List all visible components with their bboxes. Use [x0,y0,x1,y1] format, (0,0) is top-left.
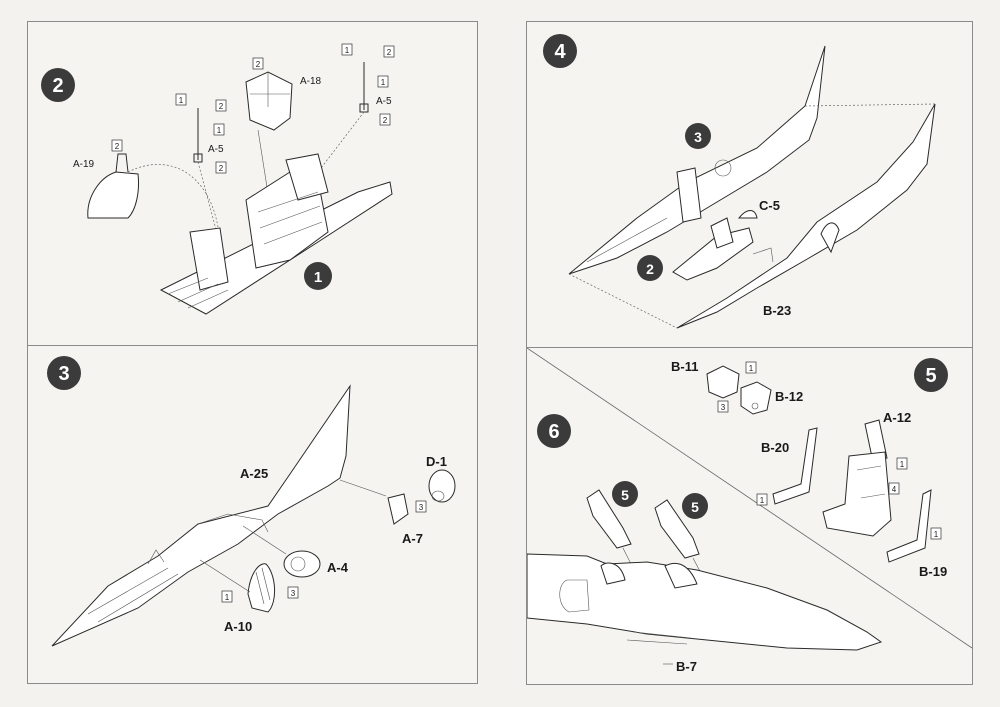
label-b19: B-19 [919,564,947,579]
step-2-number: 2 [52,75,63,97]
cockpit-tub-insert [672,217,754,281]
sub-assembly-2-badge: 2 [637,255,663,281]
step-2-panel: 2 A-19 2 A-18 2 A-5 1 [27,21,478,346]
svg-text:5: 5 [691,499,699,515]
svg-text:2: 2 [219,102,224,111]
svg-text:2: 2 [219,164,224,173]
step-5-6-panel: 5 B-11 B-12 1 3 B-20 1 A-12 1 [526,347,973,685]
label-a5-left: A-5 [208,144,224,155]
step-4-badge: 4 [543,34,577,68]
qty-a7: 3 [415,500,427,513]
qty-a19: 2 [111,139,123,152]
svg-text:1: 1 [900,460,905,469]
qty-b11-b12: 1 3 [717,361,757,413]
step-3-panel: 3 A-25 D-1 A-7 3 A- [27,345,478,684]
label-a18: A-18 [300,76,322,87]
svg-text:1: 1 [225,593,230,602]
part-a19-canopy [87,153,219,228]
svg-text:3: 3 [694,129,702,145]
part-c5 [737,210,758,219]
qty-left-group: 1 2 1 2 [175,93,227,174]
label-d1: D-1 [426,454,447,469]
svg-text:2: 2 [256,60,261,69]
part-a4-instrument-panel [242,525,321,578]
svg-text:1: 1 [749,364,754,373]
step-5-badge: 5 [914,358,948,392]
qty-b20: 1 [756,493,768,506]
label-a25: A-25 [240,466,268,481]
step-3-illustration: 3 A-25 D-1 A-7 3 A- [47,356,456,647]
label-b7: B-7 [676,659,697,674]
svg-text:2: 2 [115,142,120,151]
step-4-illustration: 4 3 2 C-5 [543,34,936,329]
step-4-panel: 4 3 2 C-5 [526,21,973,348]
label-a10: A-10 [224,619,252,634]
fuselage-left-half [568,45,826,275]
part-b19-rail [886,489,932,563]
svg-text:1: 1 [760,496,765,505]
svg-text:1: 1 [345,46,350,55]
step-6-badge: 6 [537,414,571,448]
qty-b19: 1 [930,527,942,540]
part-b11-b12-headrest [706,365,772,415]
seat-badge-right: 5 [682,493,708,519]
svg-text:3: 3 [419,503,424,512]
label-b20: B-20 [761,440,789,455]
seat-badge-left: 5 [612,481,638,507]
part-a7 [387,493,409,525]
label-a5-right: A-5 [376,96,392,107]
part-d1 [339,469,456,503]
svg-text:5: 5 [925,365,936,387]
svg-text:3: 3 [291,589,296,598]
forward-fuselage [527,553,883,665]
svg-text:2: 2 [646,261,654,277]
svg-text:4: 4 [554,41,566,63]
assembly-1-badge: 1 [304,262,332,290]
label-b11: B-11 [671,359,698,374]
svg-text:1: 1 [314,269,322,286]
qty-a4: 3 [287,586,299,599]
svg-text:1: 1 [381,78,386,87]
step-5-6-illustration: 5 B-11 B-12 1 3 B-20 1 A-12 1 [527,348,972,674]
label-a4: A-4 [327,560,349,575]
label-b23: B-23 [763,303,791,318]
part-a12-seat [822,419,892,537]
svg-text:1: 1 [934,530,939,539]
label-c5: C-5 [759,198,780,213]
part-a5-left-stick [193,108,219,238]
svg-text:2: 2 [387,48,392,57]
svg-text:4: 4 [892,485,897,494]
step-2-badge: 2 [41,68,75,102]
cockpit-tub-assembly [159,153,393,315]
svg-text:5: 5 [621,487,629,503]
qty-a18: 2 [252,57,264,70]
qty-a12-seat: 1 4 [888,457,908,495]
svg-text:3: 3 [58,363,69,385]
label-a7: A-7 [402,531,423,546]
step-2-illustration: 2 A-19 2 A-18 2 A-5 1 [41,43,395,315]
svg-text:6: 6 [548,421,559,443]
svg-text:1: 1 [179,96,184,105]
step-3-badge: 3 [47,356,81,390]
fuselage-right-half-b23 [568,103,936,329]
qty-a10: 1 [221,590,233,603]
part-a5-right-stick [317,62,369,173]
svg-text:2: 2 [383,116,388,125]
svg-text:3: 3 [721,403,726,412]
label-a19: A-19 [73,159,95,170]
label-b12: B-12 [775,389,803,404]
panel-divider-line [527,348,972,649]
sub-assembly-3-badge: 3 [685,123,711,149]
part-a10 [199,559,275,613]
qty-right-group: 1 2 1 2 [341,43,395,126]
part-b20-rail [772,427,818,505]
label-a12: A-12 [883,410,911,425]
fuselage-half-a25 [51,384,351,647]
svg-text:1: 1 [217,126,222,135]
